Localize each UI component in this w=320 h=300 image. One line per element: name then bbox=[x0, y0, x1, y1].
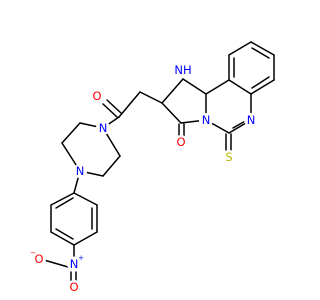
bond bbox=[102, 103, 118, 118]
atom-n-bridge: N bbox=[202, 113, 211, 127]
atom-o-ring: O bbox=[176, 135, 185, 149]
bond bbox=[55, 228, 74, 240]
bond bbox=[73, 231, 98, 246]
bond bbox=[228, 79, 252, 95]
atom-s-thione: S bbox=[225, 150, 232, 164]
bond bbox=[43, 259, 69, 268]
bond bbox=[182, 78, 207, 95]
bond bbox=[118, 91, 141, 118]
charge-nitro-o: − bbox=[30, 249, 36, 257]
bond bbox=[250, 79, 275, 95]
bond bbox=[106, 99, 122, 114]
molecule-structure: NH N N O S O N N N + O − O bbox=[30, 41, 275, 294]
bond bbox=[73, 192, 98, 206]
atom-o-nitro-double: O bbox=[69, 280, 78, 294]
bond bbox=[251, 76, 270, 89]
atom-n-nitro: N bbox=[70, 257, 79, 271]
atom-o-nitro-terminal: O bbox=[34, 252, 43, 266]
bond bbox=[228, 41, 252, 56]
atom-n-piperazine-top: N bbox=[99, 121, 108, 135]
atom-n-quinazoline: N bbox=[247, 113, 256, 127]
bond bbox=[61, 122, 81, 144]
bond-layer bbox=[43, 41, 275, 282]
bond bbox=[55, 197, 74, 209]
bond bbox=[50, 231, 75, 246]
bond bbox=[161, 78, 184, 104]
bond bbox=[161, 102, 182, 124]
atom-n-piperazine-bottom: N bbox=[76, 164, 85, 178]
bond bbox=[50, 192, 75, 206]
charge-nitro-n: + bbox=[78, 254, 84, 262]
bond bbox=[205, 79, 230, 95]
atom-o-amide: O bbox=[92, 89, 101, 103]
bond bbox=[250, 41, 275, 56]
bond bbox=[251, 47, 270, 59]
bond bbox=[102, 155, 121, 177]
atom-nh: NH bbox=[174, 63, 191, 77]
bond bbox=[139, 91, 163, 104]
atom-label-layer: NH N N O S O N N N + O − O bbox=[30, 63, 258, 294]
